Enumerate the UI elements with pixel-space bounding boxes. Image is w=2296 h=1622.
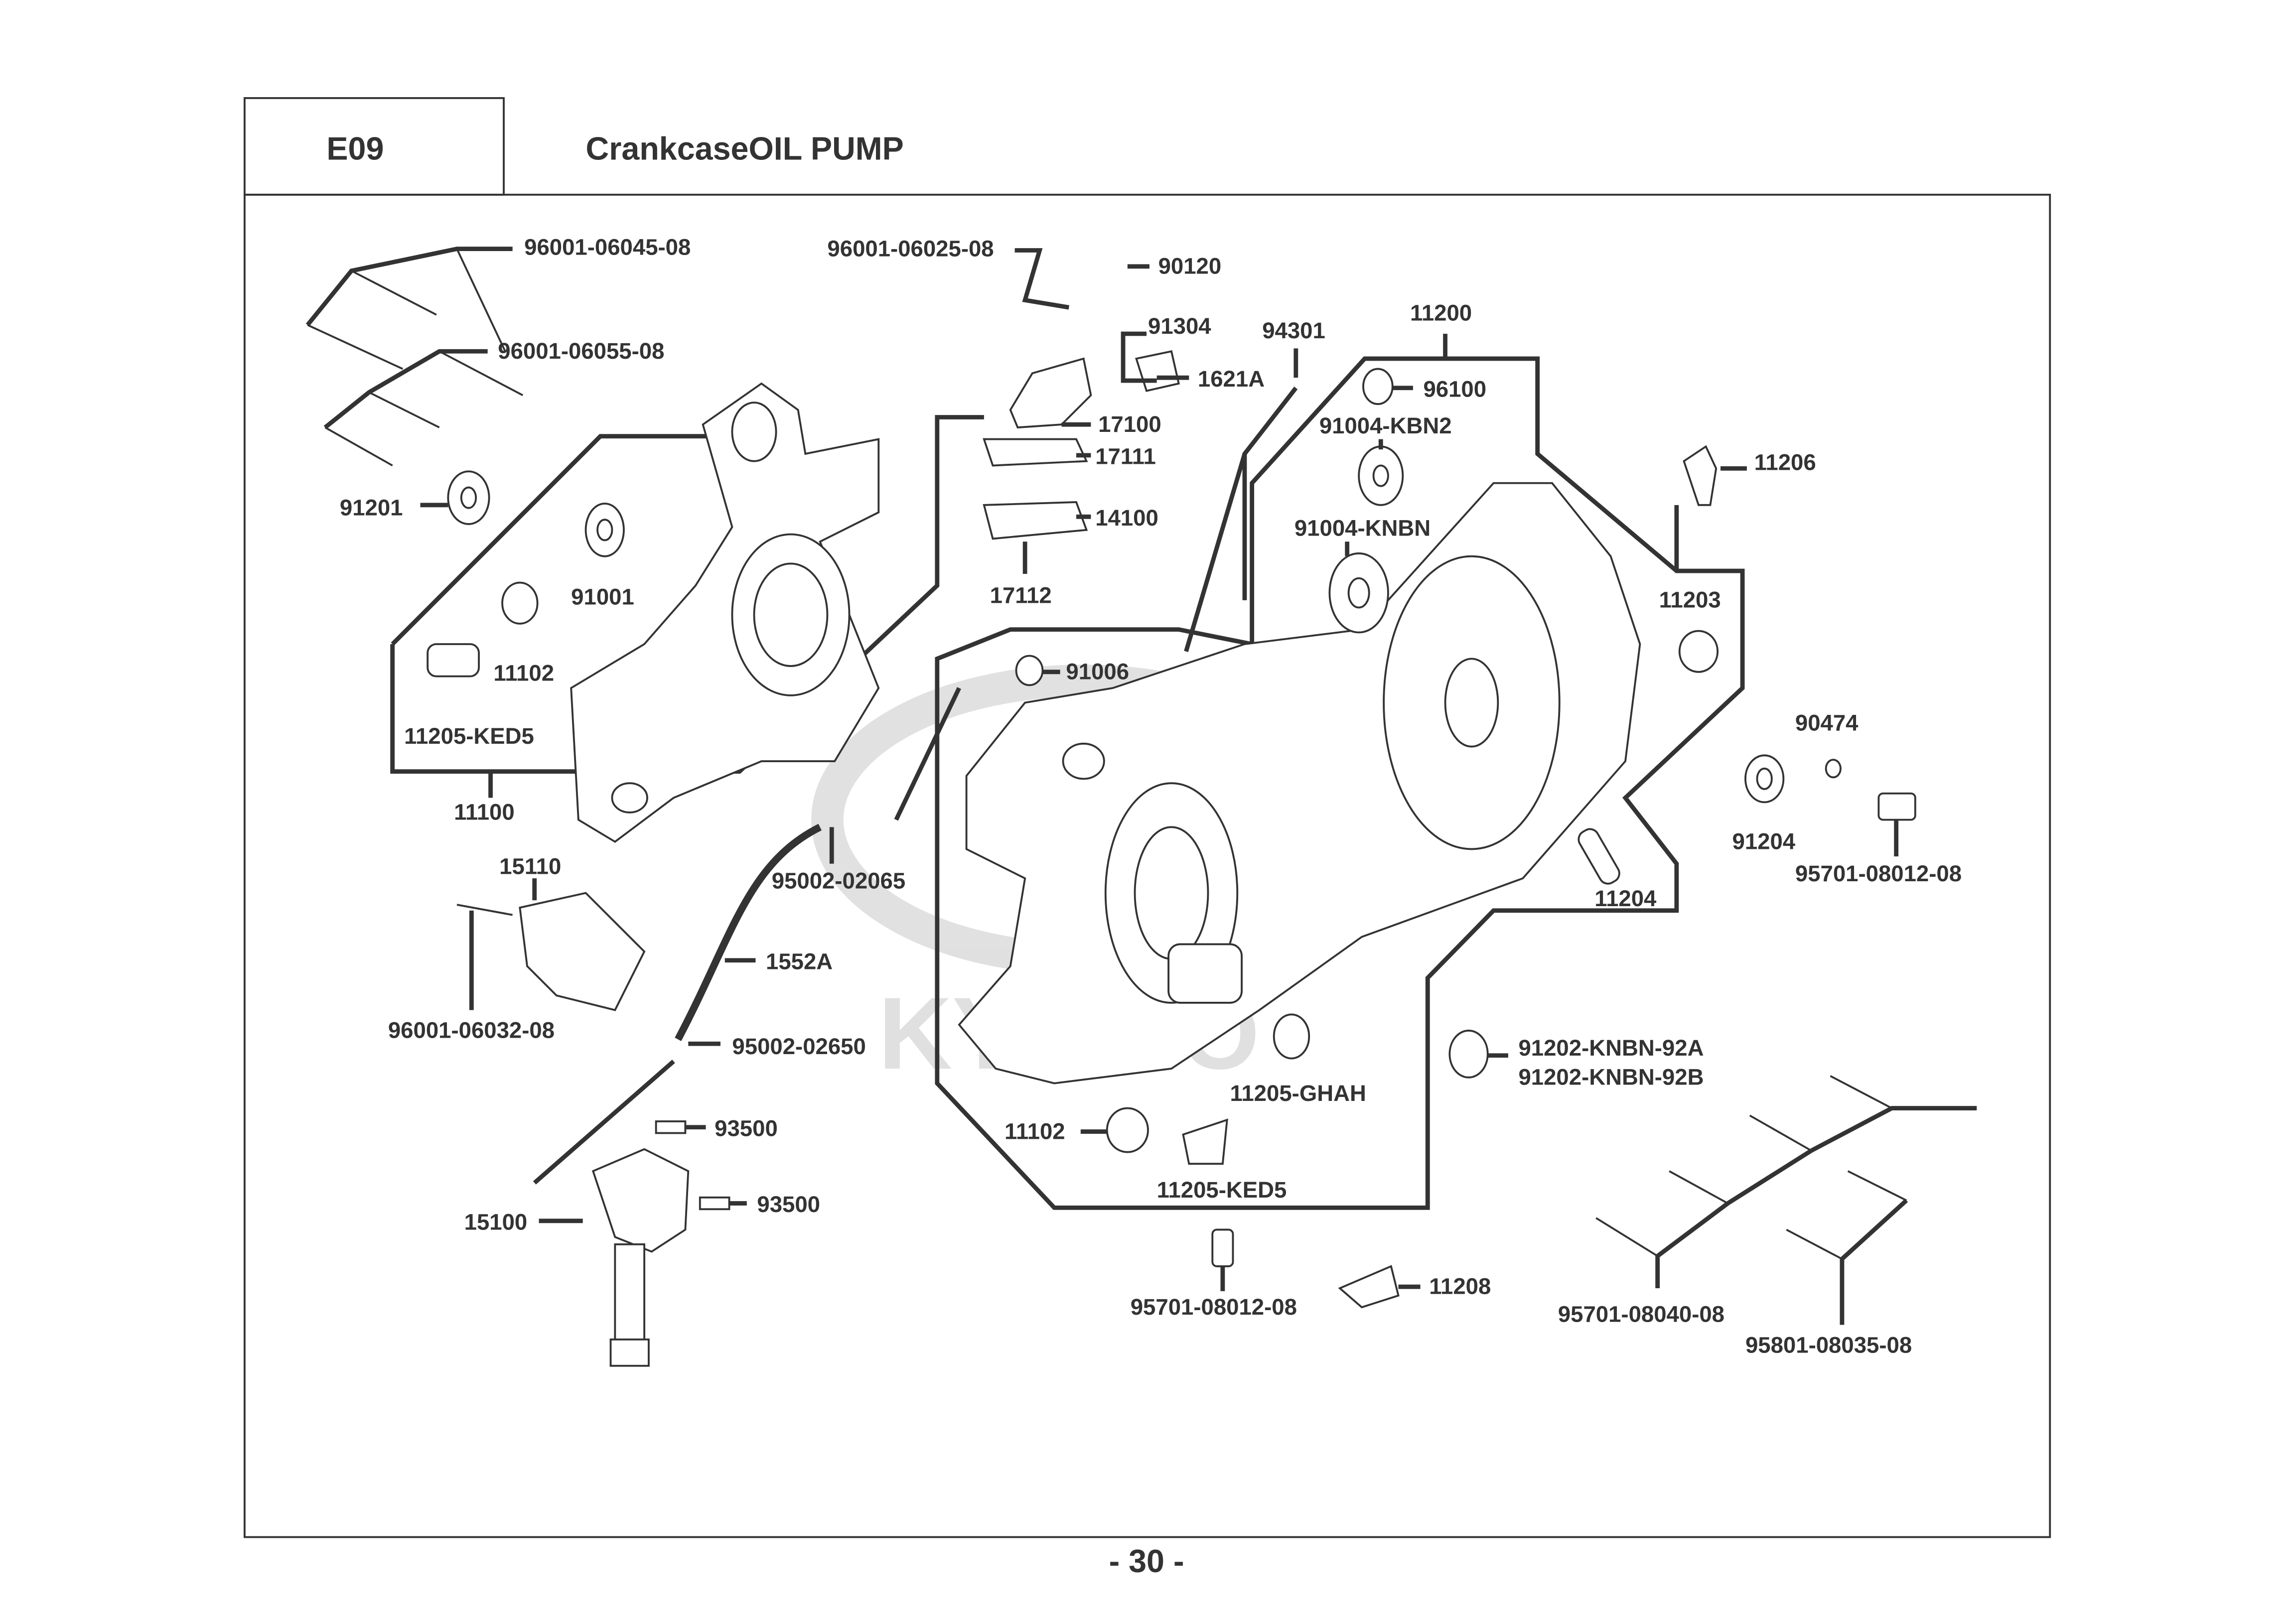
part-label: 11100 xyxy=(454,800,515,825)
bearing-91006 xyxy=(1015,655,1044,686)
part-label: 11102 xyxy=(1004,1118,1065,1144)
bearing-91001 xyxy=(584,502,625,557)
part-label: 95701-08012-08 xyxy=(1795,861,1962,886)
intake-pipe-17100 xyxy=(1009,357,1092,429)
bushing-11203 xyxy=(1678,630,1719,673)
bearing-91004-knbn xyxy=(1328,552,1389,634)
part-label: 96100 xyxy=(1423,376,1486,402)
crankcase-left-half xyxy=(570,382,880,843)
bolt-95701-08012-08-lower xyxy=(1211,1228,1234,1267)
part-label: 90120 xyxy=(1158,254,1222,279)
guide-15110 xyxy=(519,892,646,1011)
bolt-96001-06032-08 xyxy=(456,904,513,916)
part-label: 11200 xyxy=(1410,300,1472,326)
hose-1552A xyxy=(675,823,822,1041)
seal-91204 xyxy=(1744,754,1785,804)
part-label: 95002-02065 xyxy=(772,868,905,894)
screw-93500-b xyxy=(699,1196,730,1211)
leader-96001-06055 xyxy=(323,349,488,429)
part-label: 15100 xyxy=(464,1209,528,1234)
part-label: 91204 xyxy=(1732,828,1796,854)
part-label: 17112 xyxy=(990,583,1052,608)
part-label: 95701-08012-08 xyxy=(1131,1294,1297,1320)
part-label: 91304 xyxy=(1148,313,1211,339)
section-code: E09 xyxy=(326,130,384,166)
part-label: 93500 xyxy=(757,1192,820,1217)
part-label: 93500 xyxy=(715,1115,778,1141)
part-label: 14100 xyxy=(1095,505,1158,531)
bushing-11102 xyxy=(501,581,539,625)
pin-11204 xyxy=(1578,828,1620,885)
part-label: 95002-02650 xyxy=(732,1034,865,1059)
part-label: 94301 xyxy=(1262,318,1325,343)
washer-90474 xyxy=(1825,759,1842,779)
oil-pump-15100 xyxy=(591,1148,690,1367)
part-label: 91202-KNBN-92B xyxy=(1518,1065,1704,1090)
part-label: 91201 xyxy=(340,495,403,520)
part-label: 11203 xyxy=(1659,587,1721,613)
clamp-11208 xyxy=(1338,1265,1400,1309)
part-label: 90474 xyxy=(1795,710,1859,735)
screw-93500-a xyxy=(655,1120,687,1134)
leader-91304 xyxy=(1121,331,1157,383)
part-label: 11205-KED5 xyxy=(1157,1177,1287,1203)
part-label: 91004-KBN2 xyxy=(1319,413,1452,438)
part-label: 96001-06032-08 xyxy=(388,1017,555,1043)
bushing-11102-lower xyxy=(1106,1107,1149,1153)
part-label: 91004-KNBN xyxy=(1294,516,1431,541)
part-label: 15110 xyxy=(499,853,561,879)
bolts-96001-06055-08 xyxy=(324,350,524,467)
leader-95701-08040 xyxy=(1655,1106,1977,1288)
part-label: 95801-08035-08 xyxy=(1745,1332,1912,1357)
part-label: 11205-GHAH xyxy=(1230,1081,1366,1106)
gasket-17111 xyxy=(983,438,1088,467)
part-label: 1621A xyxy=(1198,366,1265,392)
part-label: 17100 xyxy=(1098,411,1161,437)
bolts-96001-06045-08 xyxy=(307,248,506,370)
seal-91202 xyxy=(1448,1029,1489,1079)
group-outline-11100 xyxy=(391,434,711,646)
dowel-11205-ked5 xyxy=(427,643,480,677)
bearing-91201 xyxy=(447,470,490,525)
crankcase-right-half xyxy=(958,482,1641,1084)
oil-line xyxy=(894,687,961,821)
leader-95801-08035 xyxy=(1840,1199,1908,1325)
leader-96001-06045 xyxy=(305,247,513,327)
part-label: 11206 xyxy=(1754,449,1816,475)
part-label: 11102 xyxy=(493,660,554,685)
section-title: CrankcaseOIL PUMP xyxy=(586,130,904,166)
part-label: 11205-KED5 xyxy=(404,723,534,749)
part-label: 91001 xyxy=(571,584,634,610)
bearing-91004-kbn2 xyxy=(1358,445,1404,506)
reed-valve-14100 xyxy=(983,501,1088,540)
leader-96001-06025 xyxy=(1014,248,1070,310)
dowel-11205-ghah xyxy=(1273,1013,1310,1060)
part-label: 96001-06055-08 xyxy=(498,338,664,364)
part-label: 91202-KNBN-92A xyxy=(1518,1035,1704,1061)
part-label: 11204 xyxy=(1594,886,1657,911)
part-label: 1552A xyxy=(766,948,833,974)
diagram-frame xyxy=(243,193,2051,1538)
dowel-11205-ked5-lower xyxy=(1182,1118,1228,1165)
part-label: 11208 xyxy=(1429,1274,1491,1299)
part-label: 95701-08040-08 xyxy=(1558,1302,1724,1327)
part-labels: 96001-06045-08 96001-06025-08 90120 9130… xyxy=(340,234,1962,1357)
pump-pointer xyxy=(533,1060,675,1185)
cover-1621A xyxy=(1135,350,1180,392)
bolts-95801-08035-08 xyxy=(1786,1170,1907,1260)
part-label: 17111 xyxy=(1095,444,1156,469)
page-number: - 30 - xyxy=(1109,1543,1184,1579)
hose-94301 xyxy=(1184,387,1298,652)
bracket-11206 xyxy=(1683,445,1718,506)
part-label: 96001-06025-08 xyxy=(827,236,994,261)
bolts-95701-08040-08 xyxy=(1595,1075,1892,1257)
part-label: 96001-06045-08 xyxy=(524,234,691,260)
part-label: 91006 xyxy=(1066,659,1129,684)
bearing-96100 xyxy=(1362,368,1394,405)
bolt-95701-08012-08-right xyxy=(1877,792,1916,821)
